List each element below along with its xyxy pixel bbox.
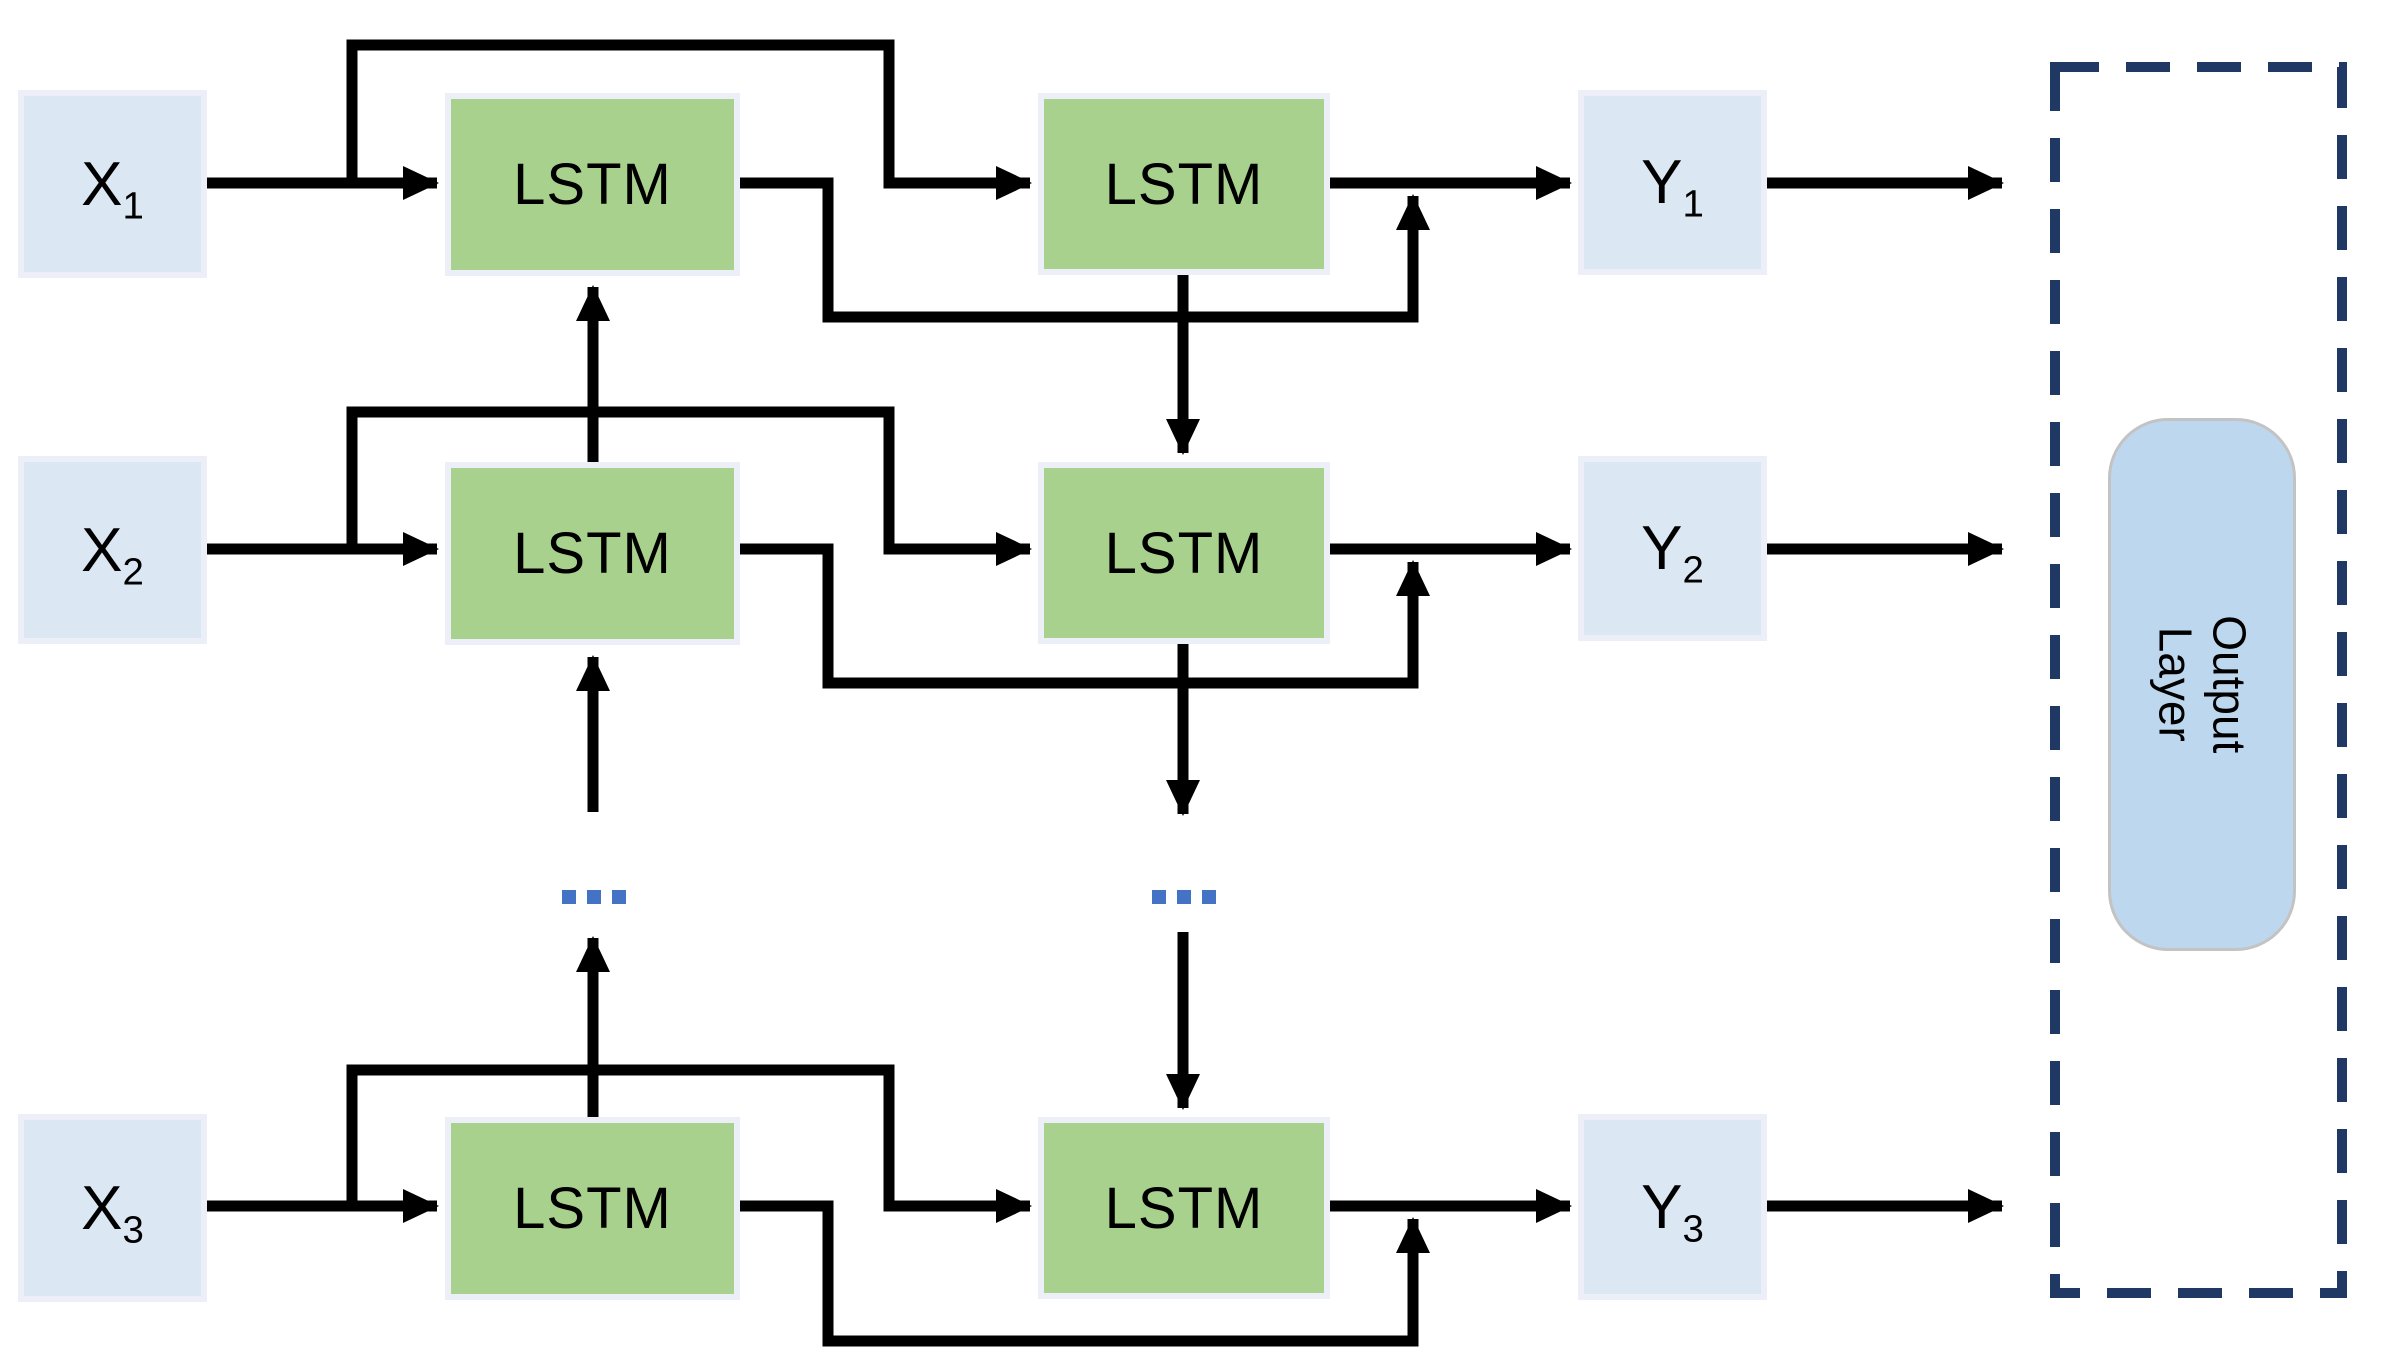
input-label-x3: X3 [81,1173,144,1251]
lstm-box-row2-col2: LSTM [1038,462,1330,644]
dot [587,890,601,904]
lstm-label: LSTM [1104,151,1264,217]
lstm-label: LSTM [513,152,672,217]
output-label-y3: Y3 [1641,1172,1704,1250]
dot [1177,890,1191,904]
output-box-y3: Y3 [1578,1114,1767,1300]
lstm-box-row2-col1: LSTM [445,462,740,645]
lstm-label: LSTM [513,1176,672,1241]
lstm-box-row3-col2: LSTM [1038,1117,1330,1299]
input-label-x1: X1 [81,149,144,227]
dot [1152,890,1166,904]
input-box-x1: X1 [18,90,207,278]
input-box-x3: X3 [18,1114,207,1302]
ellipsis-icon-col1 [562,890,626,904]
output-label-y1: Y1 [1641,148,1704,226]
input-box-x2: X2 [18,456,207,644]
dot [612,890,626,904]
output-label-y2: Y2 [1641,514,1704,592]
dot [1202,890,1216,904]
ellipsis-icon-col2 [1152,890,1216,904]
lstm-label: LSTM [513,521,672,586]
output-box-y2: Y2 [1578,456,1767,641]
output-box-y1: Y1 [1578,90,1767,275]
output-layer-pill: Output Layer [2108,418,2296,951]
lstm-box-row1-col1: LSTM [445,93,740,276]
input-label-x2: X2 [81,515,144,593]
dot [562,890,576,904]
lstm-label: LSTM [1104,520,1264,586]
lstm-label: LSTM [1104,1175,1264,1241]
lstm-box-row1-col2: LSTM [1038,93,1330,275]
lstm-box-row3-col1: LSTM [445,1117,740,1300]
output-layer-label: Output Layer [2149,615,2256,754]
